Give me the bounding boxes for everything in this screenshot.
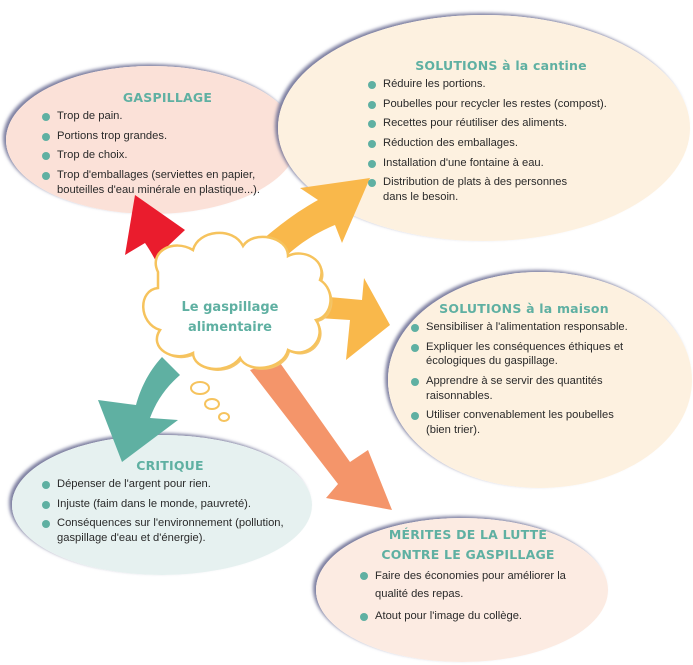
maison-content: SOLUTIONS à la maison Sensibiliser à l'a… — [409, 301, 639, 442]
thought-bubble-small — [218, 412, 230, 422]
critique-title: CRITIQUE — [136, 458, 204, 473]
center-cloud — [142, 231, 333, 422]
thought-bubble-medium — [204, 398, 220, 410]
maison-title: SOLUTIONS à la maison — [439, 301, 609, 316]
list-item: Faire des économies pour améliorer la qu… — [358, 568, 570, 604]
center-topic-line2: alimentaire — [188, 320, 272, 336]
cantine-content: SOLUTIONS à la cantine Réduire les porti… — [366, 58, 626, 209]
merites-content: MÉRITES DE LA LUTTE CONTRE LE GASPILLAGE… — [358, 525, 578, 628]
arrow-to-merites — [250, 360, 392, 510]
cloud-body — [142, 231, 332, 371]
critique-list: Dépenser de l'argent pour rien. Injuste … — [40, 477, 300, 545]
bubble-cantine — [278, 15, 690, 241]
center-topic-line1: Le gaspillage — [181, 300, 279, 315]
list-item: Conséquences sur l'environnement (pollut… — [40, 516, 300, 545]
list-item: Distribution de plats à des personnes da… — [366, 175, 573, 204]
list-item: Atout pour l'image du collège. — [358, 609, 578, 624]
list-item: Réduction des emballages. — [366, 136, 626, 151]
arrow-to-cantine — [262, 178, 370, 262]
list-item: Réduire les portions. — [366, 77, 626, 92]
list-item: Utiliser convenablement les poubelles (b… — [409, 408, 641, 437]
gaspillage-title: GASPILLAGE — [122, 90, 213, 105]
list-item: Trop de choix. — [40, 148, 275, 163]
arrow-to-maison — [318, 278, 390, 360]
list-item: Expliquer les conséquences éthiques et é… — [409, 340, 631, 369]
list-item: Poubelles pour recycler les restes (comp… — [366, 97, 626, 112]
thought-bubble-large — [190, 381, 210, 395]
gaspillage-list: Trop de pain. Portions trop grandes. Tro… — [40, 109, 275, 197]
bubble-critique — [12, 435, 312, 575]
bubble-merites — [316, 518, 608, 662]
cantine-list: Réduire les portions. Poubelles pour rec… — [366, 77, 626, 204]
arrow-to-critique — [98, 357, 180, 462]
cantine-title: SOLUTIONS à la cantine — [415, 58, 587, 73]
gaspillage-content: GASPILLAGE Trop de pain. Portions trop g… — [40, 90, 275, 202]
list-item: Sensibiliser à l'alimentation responsabl… — [409, 320, 639, 335]
critique-content: CRITIQUE Dépenser de l'argent pour rien.… — [40, 458, 300, 551]
merites-title-line1: MÉRITES DE LA LUTTE — [388, 527, 548, 542]
maison-list: Sensibiliser à l'alimentation responsabl… — [409, 320, 639, 437]
bubble-maison — [388, 272, 692, 488]
list-item: Trop d'emballages (serviettes en papier,… — [40, 168, 275, 197]
bubble-gaspillage — [6, 66, 298, 214]
center-topic: Le gaspillage alimentaire — [160, 298, 300, 338]
list-item: Injuste (faim dans le monde, pauvreté). — [40, 497, 300, 512]
list-item: Installation d'une fontaine à eau. — [366, 156, 626, 171]
list-item: Portions trop grandes. — [40, 129, 275, 144]
list-item: Trop de pain. — [40, 109, 275, 124]
list-item: Apprendre à se servir des quantités rais… — [409, 374, 616, 403]
list-item: Dépenser de l'argent pour rien. — [40, 477, 300, 492]
merites-list: Faire des économies pour améliorer la qu… — [358, 568, 578, 623]
merites-title-line2: CONTRE LE GASPILLAGE — [381, 547, 555, 562]
list-item: Recettes pour réutiliser des aliments. — [366, 116, 626, 131]
merites-title: MÉRITES DE LA LUTTE CONTRE LE GASPILLAGE — [358, 525, 578, 565]
